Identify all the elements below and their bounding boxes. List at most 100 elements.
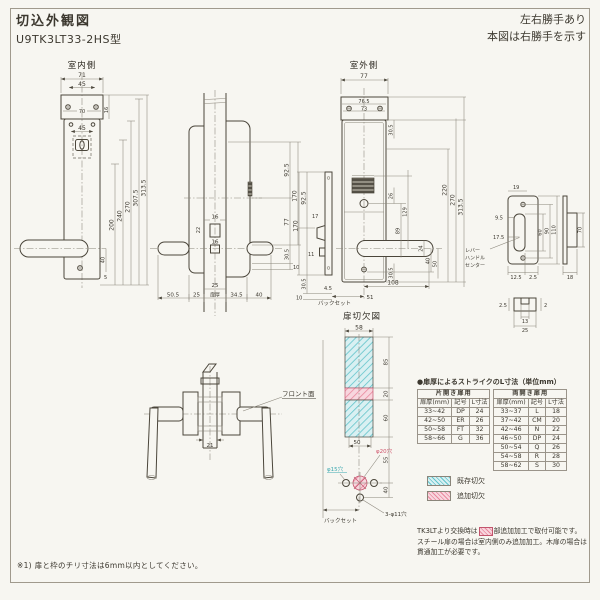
dim-label: 25 <box>193 293 200 299</box>
dim-label: 85 <box>384 358 390 365</box>
table-cell: 46~50 <box>493 434 529 444</box>
dim-label: 25 <box>212 283 219 289</box>
dim-label: 129 <box>403 207 409 217</box>
dim-label: 60 <box>538 229 544 235</box>
dim-label: 19 <box>513 185 519 191</box>
table-cell: 42~46 <box>493 425 529 435</box>
dim-label: 50 <box>354 440 361 446</box>
outdoor-view-label: 室外側 <box>350 60 379 71</box>
remark-line2: スチール扉の場合は室内側のみ追加加工。木扉の場合は <box>417 537 587 546</box>
dim-label: 17 <box>312 214 318 220</box>
dim-label: 2 <box>544 303 547 309</box>
lever-center-note: センター <box>465 262 485 269</box>
dim-label: 30.5 <box>302 278 308 289</box>
dim-label: 17.5 <box>493 235 504 241</box>
table-cell: 20 <box>545 416 567 426</box>
dim-label: 10 <box>293 265 299 271</box>
dim-label: 45 <box>78 125 86 132</box>
card-reader-slot <box>351 177 375 194</box>
dim-label: 4.5 <box>324 286 332 292</box>
table-header: L寸法 <box>545 398 567 408</box>
table-header: 記号 <box>527 398 547 408</box>
dim-label: 108 <box>387 280 399 287</box>
page-title: 切込外観図 <box>16 14 92 29</box>
dim-label: 40 <box>256 293 263 299</box>
phi11-hole-label: 3-φ11穴 <box>385 510 407 518</box>
table-cell: N <box>527 425 547 435</box>
dim-label: 73 <box>361 107 367 113</box>
dim-label: 16 <box>212 215 219 221</box>
dim-label: 扉厚 <box>210 292 220 299</box>
lever-center-note: ハンドル <box>465 256 485 262</box>
table-caption: 片開き扉用 <box>416 389 491 399</box>
dim-label: 16 <box>104 107 110 113</box>
cutout-title: 扉切欠図 <box>343 311 381 322</box>
dim-label: 270 <box>125 201 132 213</box>
dim-label: 24 <box>419 245 425 251</box>
dim-label: 30.5 <box>389 124 395 135</box>
outdoor-lever-profile <box>246 241 274 256</box>
table-cell: FT <box>451 425 470 435</box>
additional-cutout-label: 追加切欠 <box>457 492 485 500</box>
table-cell: 37~42 <box>493 416 529 426</box>
dim-label: 2.5 <box>499 303 507 309</box>
dim-label: 50 <box>433 261 439 267</box>
table-header: 記号 <box>451 398 470 408</box>
table-header: 扉厚(mm) <box>493 398 529 408</box>
indoor-lever-profile <box>157 241 190 256</box>
backset-label: バックセット <box>324 518 357 525</box>
lever-center-note: レバー <box>465 248 480 254</box>
strike-plate-drawing: 19 9.5 17.5 レバー ハンドル センター 12.5 2.5 60 90… <box>465 185 585 334</box>
dim-label: 58 <box>355 325 363 332</box>
remark-line1-suffix: 部追加加工で取付可能です。 <box>493 527 582 535</box>
indoor-escutcheon-profile <box>188 125 204 274</box>
phi20-hole-label: φ20穴 <box>376 447 393 455</box>
door-section-view: 16 16 22 25 50.5 25 扉厚 34.5 40 92.5 77 1… <box>150 90 301 316</box>
dim-label: 13 <box>522 319 528 325</box>
table-title: ●扉厚によるストライクのL寸法（単位mm） <box>417 378 561 386</box>
dim-label: 45 <box>78 81 86 88</box>
dim-label: 34.5 <box>230 293 243 299</box>
dim-label: 5 <box>104 275 107 281</box>
outdoor-escutcheon-profile <box>226 120 251 278</box>
hand-note-line2: 本図は右勝手を示す <box>487 29 586 43</box>
dim-label: 170 <box>292 190 299 202</box>
dim-label: 71 <box>78 72 86 79</box>
existing-cutout-label: 既存切欠 <box>457 477 485 485</box>
front-face-label: フロント面 <box>282 390 315 398</box>
title-block: 切込外観図 U9TK3LT33-2HS型 <box>16 10 122 47</box>
dim-label: 21 <box>207 443 214 449</box>
table-cell: DP <box>451 407 470 417</box>
front-plate-edge <box>324 171 333 276</box>
dim-label: 220 <box>442 184 449 196</box>
dim-label: 50.5 <box>167 293 180 299</box>
door-cutout-drawing: 扉切欠図 58 50 φ20穴 φ15穴 3-φ11穴 バックセット <box>322 311 407 525</box>
dim-label: 20 <box>384 390 390 397</box>
dim-label: 2.5 <box>529 275 537 281</box>
table-cell: 42~50 <box>416 416 453 426</box>
table-cell: L <box>527 407 547 417</box>
additional-cutout-swatch <box>427 491 451 501</box>
handedness-note: 左右勝手あり 本図は右勝手を示す <box>487 12 586 45</box>
table-cell: 36 <box>468 434 491 444</box>
dim-label: 30.5 <box>285 249 291 260</box>
dim-label: 55 <box>384 456 390 463</box>
dim-label: 307.5 <box>133 189 140 206</box>
dim-label: 25 <box>522 328 528 334</box>
table-cell: 33~42 <box>416 407 453 417</box>
clearance-footnote: ※1) 扉と枠のチリ寸法は6mm以内としてください。 <box>17 561 203 570</box>
card-slot-edge <box>247 181 253 197</box>
strike-box <box>566 212 578 248</box>
dim-label: 11 <box>308 252 314 258</box>
dim-label: 76.5 <box>358 99 369 105</box>
